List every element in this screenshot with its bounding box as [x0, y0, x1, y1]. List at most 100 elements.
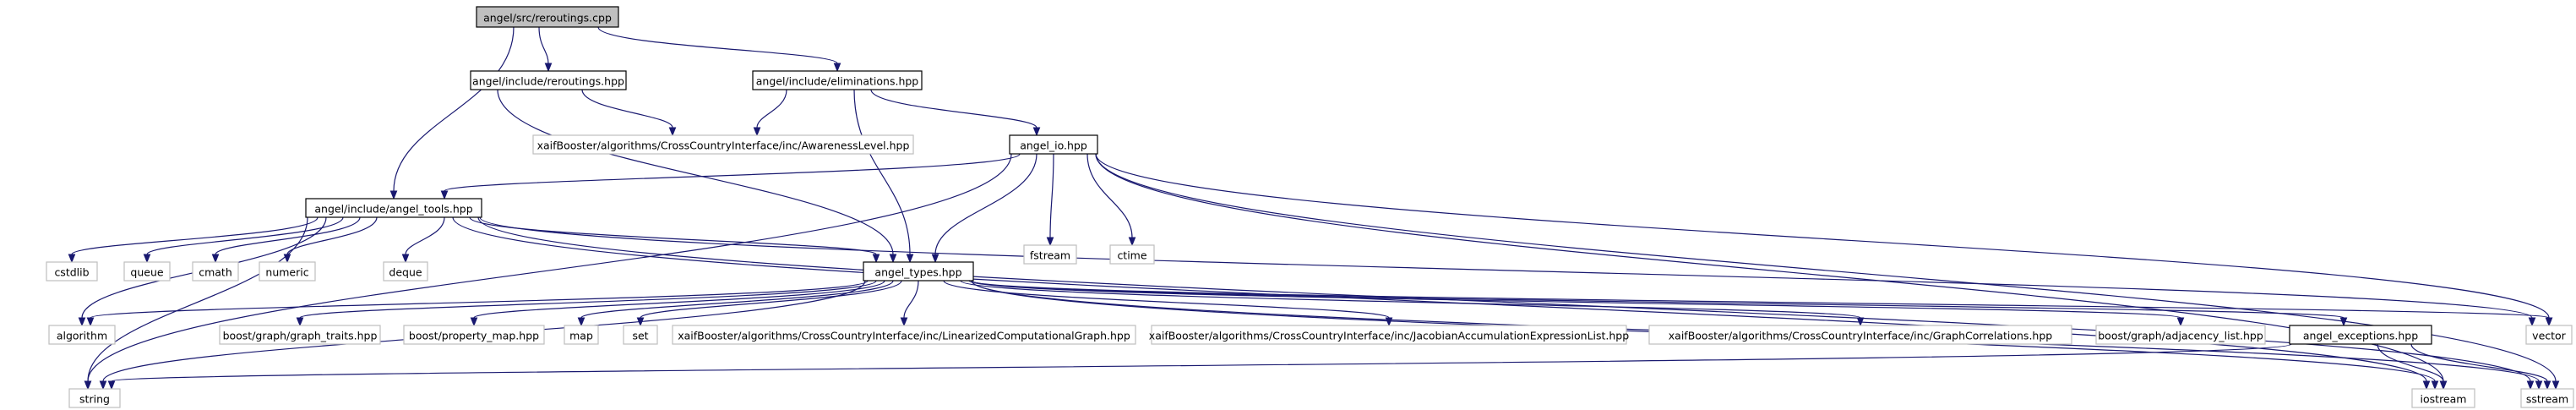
edge-line — [497, 89, 894, 255]
edge-angel_tools_hpp-to-numeric — [283, 216, 378, 264]
edge-arrowhead — [2422, 380, 2431, 391]
node-graph-traits-header: boost/graph/graph_traits.hpp — [219, 325, 381, 345]
edge-reroutings_hpp-to-angel_types_hpp — [497, 89, 897, 264]
edge-arrowhead — [872, 254, 880, 264]
edge-angel_types_hpp-to-linearized_graph_hpp — [900, 280, 919, 327]
node-box — [672, 325, 1136, 345]
edge-line — [479, 216, 2533, 319]
edge-line — [538, 26, 549, 64]
node-box — [863, 261, 974, 282]
edge-line — [2410, 343, 2548, 382]
edge-arrowhead — [296, 317, 304, 327]
edge-line — [146, 216, 344, 255]
node-adjacency-list-header: boost/graph/adjacency_list.hpp — [2095, 325, 2266, 345]
edge-arrowhead — [577, 317, 585, 327]
node-label: boost/graph/adjacency_list.hpp — [2098, 330, 2263, 342]
edge-root-to-angel_tools_hpp — [389, 26, 515, 200]
edge-line — [640, 280, 902, 319]
edge-angel_types_hpp-to-angel_exceptions_hpp — [971, 280, 2348, 327]
edge-angel_io_hpp-to-angel_types_hpp — [931, 153, 1037, 264]
edge-line — [87, 153, 1012, 382]
edge-angel_io_hpp-to-iostream — [1095, 153, 2448, 391]
node-label: sstream — [2526, 393, 2568, 406]
edge-angel_types_hpp-to-graph_traits_hpp — [296, 280, 877, 327]
edge-line — [903, 280, 919, 319]
edge-eliminations_hpp-to-angel_io_hpp — [870, 89, 1041, 137]
node-eliminations-header[interactable]: angel/include/eliminations.hpp — [752, 70, 923, 90]
edge-root-to-reroutings_hpp — [538, 26, 553, 73]
edge-line — [299, 280, 877, 319]
edge-arrowhead — [78, 317, 86, 327]
edge-arrowhead — [1032, 127, 1041, 137]
edge-reroutings_hpp-to-awareness_level_hpp — [581, 89, 677, 137]
edge-arrowhead — [2526, 380, 2535, 391]
edge-angel_types_hpp-to-graph_correlations_hpp — [960, 280, 1865, 327]
node-box — [564, 325, 599, 345]
node-angel-exceptions-header[interactable]: angel_exceptions.hpp — [2289, 325, 2432, 345]
edge-arrowhead — [2439, 380, 2448, 391]
node-numeric: numeric — [259, 261, 316, 282]
edge-angel_tools_hpp-to-iostream — [452, 216, 2431, 391]
node-box — [2289, 325, 2432, 345]
edge-angel_types_hpp-to-algorithm — [86, 280, 869, 327]
node-reroutings-header[interactable]: angel/include/reroutings.hpp — [470, 70, 627, 90]
node-iostream: iostream — [2411, 388, 2475, 408]
node-box — [259, 261, 316, 282]
edge-arrowhead — [2551, 380, 2560, 391]
node-box — [1023, 244, 1077, 265]
node-root-file[interactable]: angel/src/reroutings.cpp — [476, 6, 619, 28]
edge-arrowhead — [753, 127, 761, 137]
node-label: angel_io.hpp — [1020, 139, 1087, 152]
node-label: cmath — [199, 266, 232, 279]
node-angel-tools-header[interactable]: angel/include/angel_tools.hpp — [305, 198, 482, 218]
edge-arrowhead — [889, 254, 897, 264]
edge-line — [215, 216, 361, 255]
edge-line — [1049, 153, 1054, 238]
edge-angel_tools_hpp-to-deque — [401, 216, 445, 264]
edge-arrowhead — [2431, 380, 2439, 391]
edge-line — [452, 216, 2427, 382]
edge-line — [71, 216, 319, 255]
edge-angel_types_hpp-to-vector — [971, 280, 2553, 327]
node-jacobian-list-header: xaifBooster/algorithms/CrossCountryInter… — [1149, 325, 1629, 345]
edge-angel_types_hpp-to-property_map_hpp — [470, 280, 885, 327]
edge-arrowhead — [211, 254, 220, 264]
node-box — [2525, 325, 2573, 345]
node-box — [1109, 244, 1155, 265]
node-box — [623, 325, 658, 345]
node-property-map-header: boost/property_map.hpp — [403, 325, 545, 345]
edge-arrowhead — [1046, 237, 1054, 247]
node-box — [1009, 134, 1098, 155]
node-label: queue — [130, 266, 163, 279]
node-label: angel_types.hpp — [874, 266, 961, 279]
edge-line — [393, 26, 515, 192]
edge-line — [111, 343, 2292, 382]
edge-arrowhead — [2528, 317, 2536, 327]
node-label: map — [569, 330, 593, 342]
node-set: set — [623, 325, 658, 345]
node-label: algorithm — [57, 330, 107, 342]
node-fstream: fstream — [1023, 244, 1077, 265]
edge-line — [971, 280, 2345, 319]
node-box — [752, 70, 923, 90]
edge-line — [1086, 153, 1133, 238]
edge-root-to-eliminations_hpp — [597, 26, 841, 73]
edge-angel_exceptions_hpp-to-iostream — [2377, 343, 2448, 391]
node-box — [219, 325, 381, 345]
node-box — [2411, 388, 2475, 408]
edge-angel_tools_hpp-to-sstream — [477, 216, 2535, 391]
edge-arrowhead — [833, 63, 841, 73]
edge-angel_io_hpp-to-fstream — [1046, 153, 1054, 247]
node-angel-types-header[interactable]: angel_types.hpp — [863, 261, 974, 282]
edge-arrowhead — [2535, 380, 2543, 391]
edge-line — [971, 280, 2550, 319]
edge-arrowhead — [2176, 317, 2185, 327]
node-label: xaifBooster/algorithms/CrossCountryInter… — [537, 139, 910, 152]
node-box — [532, 134, 914, 155]
node-label: vector — [2532, 330, 2567, 342]
edge-angel_exceptions_hpp-to-string — [107, 343, 2292, 391]
edge-line — [90, 280, 869, 319]
node-angel-io-header[interactable]: angel_io.hpp — [1009, 134, 1098, 155]
node-label: xaifBooster/algorithms/CrossCountryInter… — [678, 330, 1130, 342]
edge-arrowhead — [68, 254, 76, 264]
